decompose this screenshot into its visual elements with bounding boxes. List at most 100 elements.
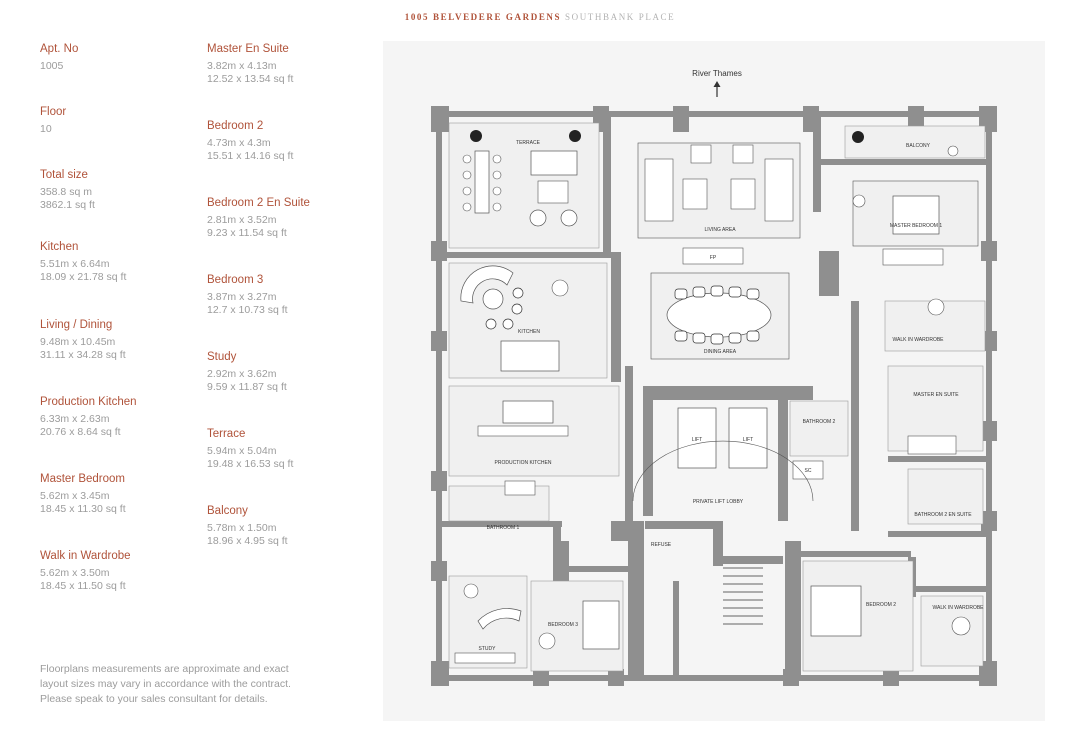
spec-value-imperial: 20.76 x 8.64 sq ft (40, 426, 121, 438)
room-label-bedroom-3: BEDROOM 3 (548, 622, 578, 628)
interior-walls (442, 117, 986, 676)
spec-living-dining: Living / Dining 9.48m x 10.45m 31.11 x 3… (40, 318, 126, 362)
spec-value-metric: 9.48m x 10.45m (40, 336, 116, 348)
spec-value: 10 (40, 123, 52, 135)
spec-value-metric: 2.81m x 3.52m (207, 214, 277, 226)
spec-value-metric: 3.82m x 4.13m (207, 60, 277, 72)
room-label-walk-in-2: WALK IN WARDROBE (932, 605, 984, 611)
bathroom-2-room: BATHROOM 2 SC (789, 400, 849, 480)
lift-core: LIFT LIFT (677, 407, 768, 469)
production-kitchen-room: PRODUCTION KITCHEN (448, 385, 620, 477)
room-label-living: LIVING AREA (704, 227, 736, 233)
spec-value-imperial: 12.52 x 13.54 sq ft (207, 73, 294, 85)
spec-walk-in-wardrobe: Walk in Wardrobe 5.62m x 3.50m 18.45 x 1… (40, 549, 131, 593)
room-label-sc: SC (805, 468, 812, 474)
spec-value-metric: 6.33m x 2.63m (40, 413, 110, 425)
spec-value-metric: 5.51m x 6.64m (40, 258, 110, 270)
room-label-bedroom-2: BEDROOM 2 (866, 602, 896, 608)
spec-label: Kitchen (40, 241, 79, 253)
spec-production-kitchen: Production Kitchen 6.33m x 2.63m 20.76 x… (40, 395, 137, 439)
spec-value-metric: 2.92m x 3.62m (207, 368, 277, 380)
spec-label: Master En Suite (207, 43, 289, 55)
spec-value-imperial: 9.59 x 11.87 sq ft (207, 381, 287, 393)
room-label-master-en-suite: MASTER EN SUITE (913, 392, 959, 398)
spec-value-metric: 5.78m x 1.50m (207, 522, 277, 534)
spec-value-metric: 5.62m x 3.45m (40, 490, 110, 502)
spec-total-size: Total size 358.8 sq m 3862.1 sq ft (40, 168, 95, 212)
spec-value-metric: 3.87m x 3.27m (207, 291, 277, 303)
room-label-study: STUDY (479, 646, 497, 652)
north-arrowhead-icon (713, 81, 721, 87)
spec-label: Apt. No (40, 43, 79, 55)
spec-value-imperial: 31.11 x 34.28 sq ft (40, 349, 126, 361)
spec-label: Study (207, 351, 237, 363)
room-label-walk-in-1: WALK IN WARDROBE (892, 337, 944, 343)
room-label-terrace: TERRACE (516, 140, 541, 146)
plant-icon (852, 131, 864, 143)
terrace-room: TERRACE (448, 122, 600, 249)
room-label-refuse: REFUSE (651, 542, 672, 548)
spec-value-imperial: 9.23 x 11.54 sq ft (207, 227, 287, 239)
room-label-bathroom-2: BATHROOM 2 (803, 419, 836, 425)
study-room: STUDY (448, 575, 528, 669)
room-label-master-bedroom: MASTER BEDROOM 1 (890, 223, 942, 229)
floorplan-panel: River Thames (383, 41, 1045, 721)
spec-label: Production Kitchen (40, 396, 137, 408)
bedroom-2-en-suite-room: BATHROOM 2 EN SUITE (907, 468, 984, 525)
room-label-lift-2: LIFT (743, 437, 753, 443)
spec-value-metric: 5.62m x 3.50m (40, 567, 110, 579)
spec-value: 1005 (40, 60, 64, 72)
bedroom-2-room: BEDROOM 2 (802, 560, 914, 672)
bathroom-1-room: BATHROOM 1 (448, 480, 550, 531)
dining-area-room: FP DINING AREA (650, 247, 790, 360)
spec-label: Total size (40, 169, 88, 181)
room-label-production-kitchen: PRODUCTION KITCHEN (495, 460, 552, 466)
spec-balcony: Balcony 5.78m x 1.50m 18.96 x 4.95 sq ft (207, 504, 288, 548)
spec-kitchen: Kitchen 5.51m x 6.64m 18.09 x 21.78 sq f… (40, 240, 126, 284)
master-en-suite-room: MASTER EN SUITE (887, 365, 984, 455)
spec-master-en-suite: Master En Suite 3.82m x 4.13m 12.52 x 13… (207, 42, 293, 86)
room-label-lobby: PRIVATE LIFT LOBBY (693, 499, 744, 505)
plant-icon (569, 130, 581, 142)
spec-value-imperial: 15.51 x 14.16 sq ft (207, 150, 294, 162)
spec-label: Bedroom 3 (207, 274, 264, 286)
kitchen-room: KITCHEN (448, 262, 608, 379)
spec-label: Bedroom 2 (207, 120, 264, 132)
walk-in-wardrobe-1-room: WALK IN WARDROBE (884, 298, 986, 352)
balcony-room: BALCONY (844, 125, 986, 159)
floorplan-disclaimer: Floorplans measurements are approximate … (40, 663, 291, 705)
room-label-fireplace: FP (710, 255, 717, 261)
development-name: SOUTHBANK PLACE (565, 12, 676, 22)
spec-value-imperial: 12.7 x 10.73 sq ft (207, 304, 288, 316)
plant-icon (470, 130, 482, 142)
spec-terrace: Terrace 5.94m x 5.04m 19.48 x 16.53 sq f… (207, 427, 293, 471)
room-label-lift-1: LIFT (692, 437, 702, 443)
spec-label: Terrace (207, 428, 246, 440)
spec-label: Floor (40, 106, 67, 118)
spec-master-bedroom: Master Bedroom 5.62m x 3.45m 18.45 x 11.… (40, 472, 126, 516)
room-label-dining: DINING AREA (704, 349, 737, 355)
spec-label: Balcony (207, 505, 248, 517)
page-header: 1005 BELVEDERE GARDENS SOUTHBANK PLACE (0, 12, 1080, 22)
spec-value-imperial: 19.48 x 16.53 sq ft (207, 458, 294, 470)
spec-bedroom-2: Bedroom 2 4.73m x 4.3m 15.51 x 14.16 sq … (207, 119, 293, 163)
spec-value-metric: 5.94m x 5.04m (207, 445, 277, 457)
spec-value-metric: 4.73m x 4.3m (207, 137, 271, 149)
spec-value-imperial: 3862.1 sq ft (40, 199, 95, 211)
spec-study: Study 2.92m x 3.62m 9.59 x 11.87 sq ft (207, 350, 287, 394)
spec-label: Walk in Wardrobe (40, 550, 131, 562)
walk-in-wardrobe-2-room: WALK IN WARDROBE (920, 595, 984, 667)
stair (723, 567, 763, 625)
spec-apt-no: Apt. No 1005 (40, 42, 78, 73)
spec-value-imperial: 18.96 x 4.95 sq ft (207, 535, 288, 547)
living-area-room: LIVING AREA (637, 142, 801, 239)
room-label-kitchen: KITCHEN (518, 329, 540, 335)
floorplan-drawing: River Thames (431, 69, 997, 686)
master-bedroom-room: MASTER BEDROOM 1 (852, 180, 979, 266)
spec-bedroom-3: Bedroom 3 3.87m x 3.27m 12.7 x 10.73 sq … (207, 273, 288, 317)
private-lift-lobby: PRIVATE LIFT LOBBY (632, 440, 814, 505)
room-label-balcony: BALCONY (906, 143, 931, 149)
north-label: River Thames (692, 69, 742, 78)
room-label-bathroom-1: BATHROOM 1 (487, 525, 520, 531)
spec-value-imperial: 18.45 x 11.50 sq ft (40, 580, 126, 592)
